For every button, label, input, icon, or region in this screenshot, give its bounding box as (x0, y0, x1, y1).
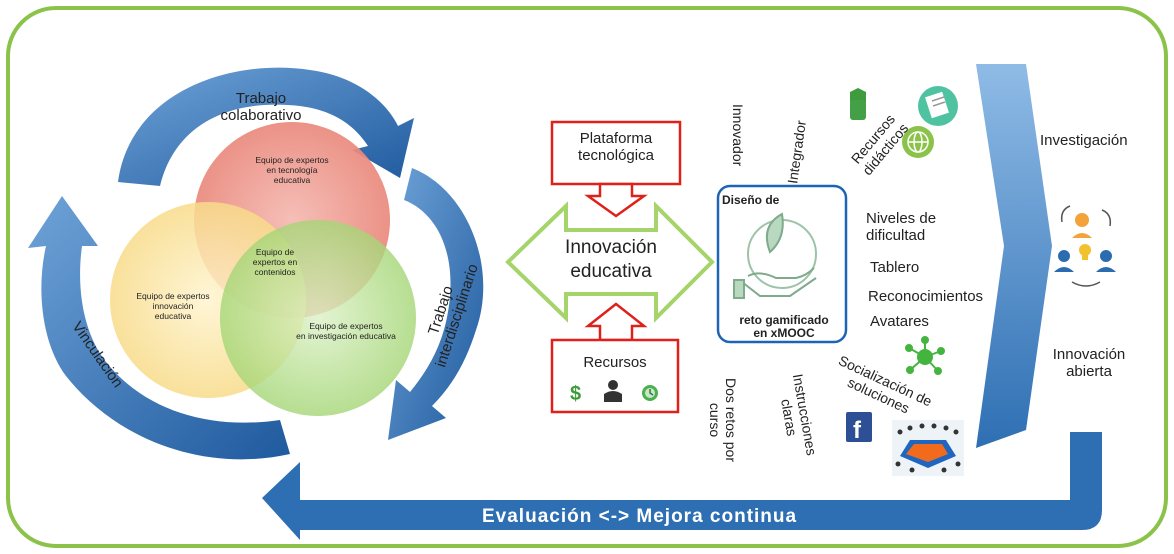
label-investigacion: Investigación (1040, 132, 1128, 149)
outer-frame (6, 6, 1168, 548)
feature-tablero: Tablero (870, 259, 920, 276)
ray-dos-retos: Dos retos por curso (707, 377, 739, 463)
plant-hand-icon (733, 212, 817, 299)
circle-label-innovacion: Equipo de expertos innovación educativa (136, 291, 210, 321)
circle-label-tecnologia: Equipo de expertos en tecnología educati… (255, 155, 329, 185)
team-icon (892, 420, 964, 476)
circle-investigacion (220, 220, 416, 416)
collaboration-icon (1054, 205, 1116, 287)
circle-label-investigacion: Equipo de expertos en investigación educ… (296, 321, 396, 341)
clock-icon (642, 385, 658, 401)
right-chevron-arrow (976, 64, 1052, 448)
recycle-icon (850, 88, 866, 120)
dollar-icon: $ (570, 383, 581, 405)
resources-label: Recursos (583, 354, 647, 371)
innovation-label: Innovación educativa (565, 237, 657, 282)
cycle-arrow-top (118, 67, 414, 186)
cycle-arrow-left (28, 196, 290, 460)
cycle-arrow-right (388, 168, 484, 440)
ray-innovador: Innovador (730, 104, 746, 167)
feature-niveles: Niveles de dificultad (866, 210, 937, 245)
feature-reconocimientos: Reconocimientos (868, 288, 984, 305)
svg-text:f: f (853, 417, 862, 444)
globe-icon (902, 126, 934, 158)
design-box-bottom-label: reto gamificado en xMOOC (739, 313, 829, 341)
bottom-arrow-label: Evaluación <-> Mejora continua (482, 506, 798, 527)
label-trabajo-colaborativo: Trabajo colaborativo (220, 90, 302, 125)
platform-box (550, 120, 682, 218)
facebook-icon: f (846, 412, 872, 444)
design-box (716, 184, 848, 344)
network-icon (905, 336, 945, 375)
circle-label-contenidos: Equipo de expertos en contenidos (252, 247, 298, 277)
feature-avatares: Avatares (870, 313, 929, 330)
document-icon (918, 86, 958, 126)
label-innovacion-abierta: Innovación abierta (1052, 346, 1126, 381)
design-box-top-label: Diseño de (722, 193, 780, 207)
bottom-feedback-arrow (262, 432, 1102, 540)
svg-text:$: $ (570, 383, 581, 405)
platform-label: Plataforma tecnológica (578, 130, 654, 165)
innovation-double-arrow (505, 201, 715, 323)
person-icon (604, 380, 622, 402)
